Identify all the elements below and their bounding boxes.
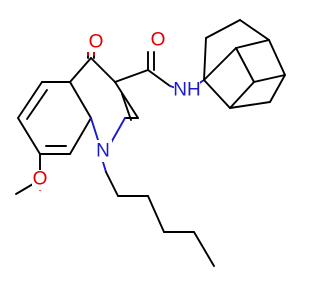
label-bg [96, 140, 112, 162]
molecule-diagram: O O NH N O [15, 19, 286, 267]
bond [69, 57, 92, 83]
atom-labels: O O NH N O [32, 30, 201, 190]
bond [235, 39, 270, 49]
bond [235, 47, 255, 83]
bond [193, 231, 215, 267]
bonds [15, 19, 286, 267]
amide-nh-label: NH [173, 80, 200, 101]
bond [147, 195, 165, 233]
bond [90, 57, 116, 83]
bond [114, 81, 139, 119]
ring-nitrogen-label: N [96, 141, 110, 162]
bond [239, 19, 270, 41]
methoxy-oxygen-label: O [33, 169, 48, 190]
label-bg [86, 32, 102, 52]
label-bg [32, 170, 48, 190]
bond [269, 74, 286, 103]
bond [26, 89, 48, 120]
bond [114, 69, 149, 83]
ketone-oxygen-label: O [89, 32, 104, 53]
bond [205, 19, 241, 39]
bond [102, 161, 107, 173]
bond [147, 69, 171, 87]
bond [203, 37, 207, 81]
bond [17, 81, 43, 119]
amide-oxygen-label: O [151, 30, 166, 51]
label-bg [174, 80, 200, 100]
bond [69, 117, 92, 155]
bond [203, 47, 237, 81]
bond [268, 39, 286, 76]
bond [229, 81, 255, 109]
bond [105, 171, 119, 197]
bond [15, 183, 34, 195]
bond [229, 101, 271, 109]
bond [17, 117, 41, 155]
bond [121, 93, 132, 121]
bond [90, 117, 99, 141]
bond [253, 74, 286, 83]
structure-canvas: O O NH N O [15, 19, 286, 267]
label-bg [150, 30, 166, 50]
bond [69, 81, 92, 119]
bond [203, 79, 231, 109]
